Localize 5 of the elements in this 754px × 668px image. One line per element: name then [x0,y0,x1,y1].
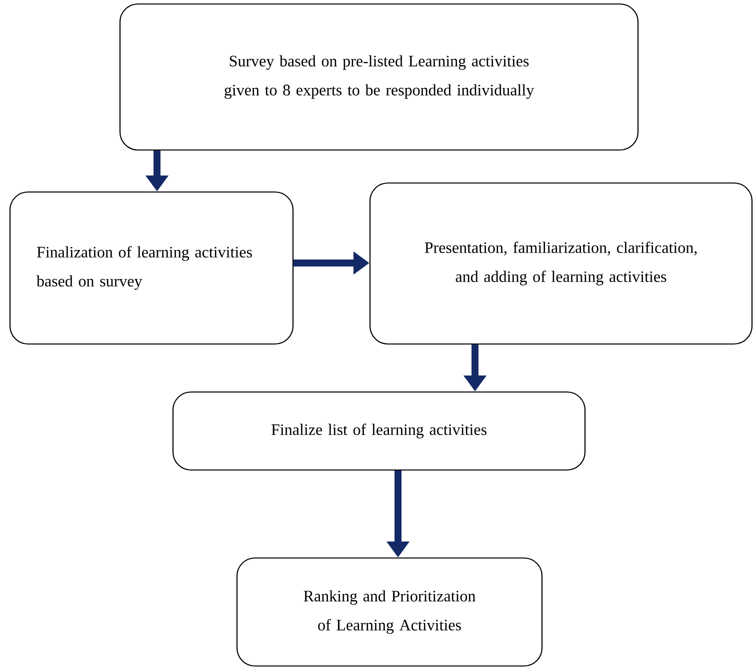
process-box: Presentation, familiarization, clarification, and adding of learning activities [369,182,753,345]
process-box: Ranking and Prioritization of Learning Activities [236,557,543,667]
process-box: Survey based on pre-listed Learning activities given to 8 experts to be responded individually [119,3,639,151]
process-box: Finalization of learning activities based on survey [9,191,294,345]
process-box: Finalize list of learning activities [172,391,586,471]
